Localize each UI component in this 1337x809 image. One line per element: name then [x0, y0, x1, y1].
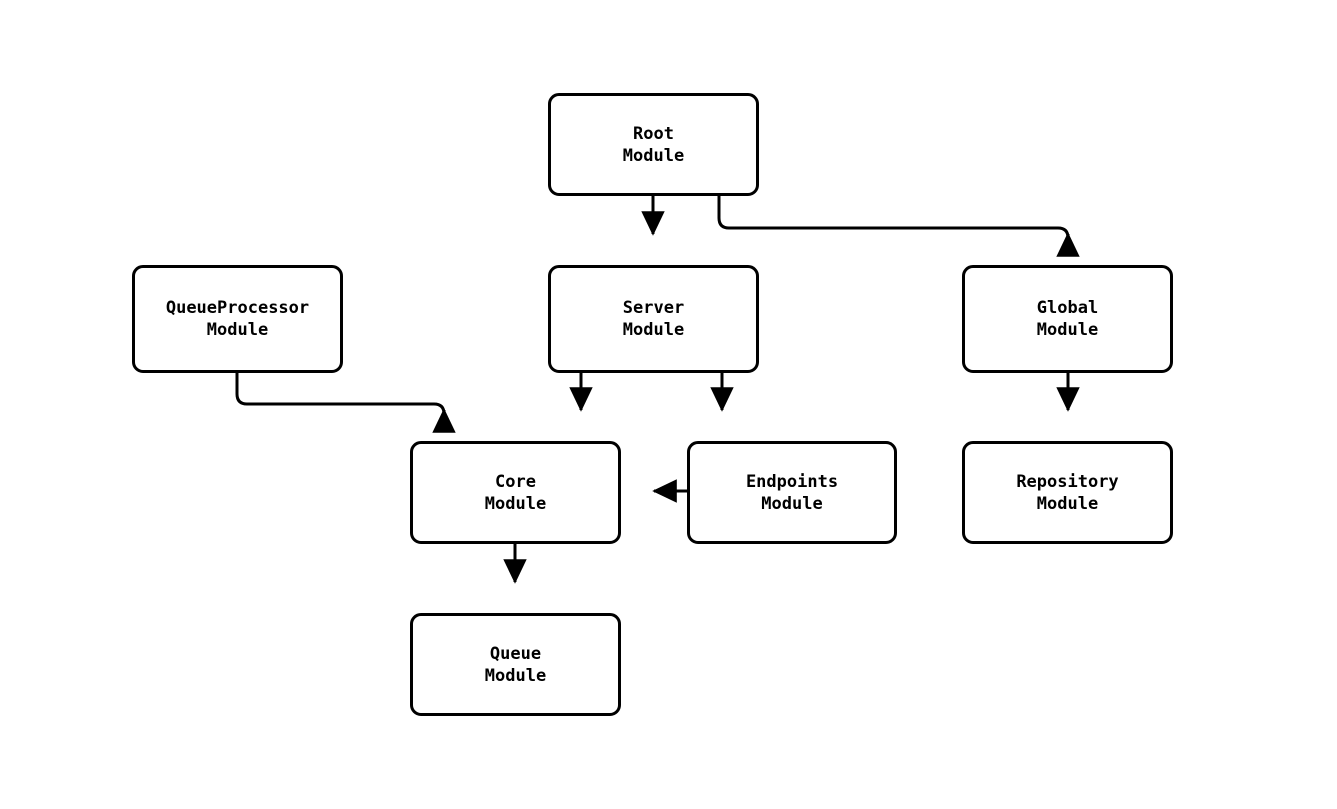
node-queueprocessor-label-line2: Module	[206, 320, 269, 340]
node-core-label-line1: Core	[495, 471, 536, 492]
node-server[interactable]: Server Module	[548, 265, 759, 373]
node-global[interactable]: Global Module	[962, 265, 1173, 373]
node-root-label-line2: Module	[622, 145, 685, 166]
node-repository-label-line1: Repository	[1016, 471, 1119, 492]
node-server-label-line1: Server	[622, 298, 685, 318]
node-root[interactable]: Root Module	[548, 93, 759, 196]
node-root-label-line1: Root	[633, 123, 674, 144]
node-server-label-line2: Module	[622, 320, 685, 340]
node-queue[interactable]: Queue Module	[410, 613, 621, 716]
edge-root-global	[717, 196, 1080, 257]
node-global-label-line2: Module	[1036, 320, 1099, 340]
edge-queueprocessor-core	[235, 373, 456, 433]
node-repository[interactable]: Repository Module	[962, 441, 1173, 544]
node-queueprocessor[interactable]: QueueProcessor Module	[132, 265, 343, 373]
node-endpoints[interactable]: Endpoints Module	[687, 441, 897, 544]
node-queueprocessor-label-line1: QueueProcessor	[165, 298, 310, 318]
node-core-label-line2: Module	[484, 493, 547, 514]
node-endpoints-label-line1: Endpoints	[745, 471, 839, 492]
node-repository-label-line2: Module	[1036, 493, 1099, 514]
node-queue-label-line1: Queue	[489, 643, 542, 664]
node-core[interactable]: Core Module	[410, 441, 621, 544]
node-queue-label-line2: Module	[484, 665, 547, 686]
node-endpoints-label-line2: Module	[761, 493, 823, 514]
node-global-label-line1: Global	[1036, 298, 1099, 318]
